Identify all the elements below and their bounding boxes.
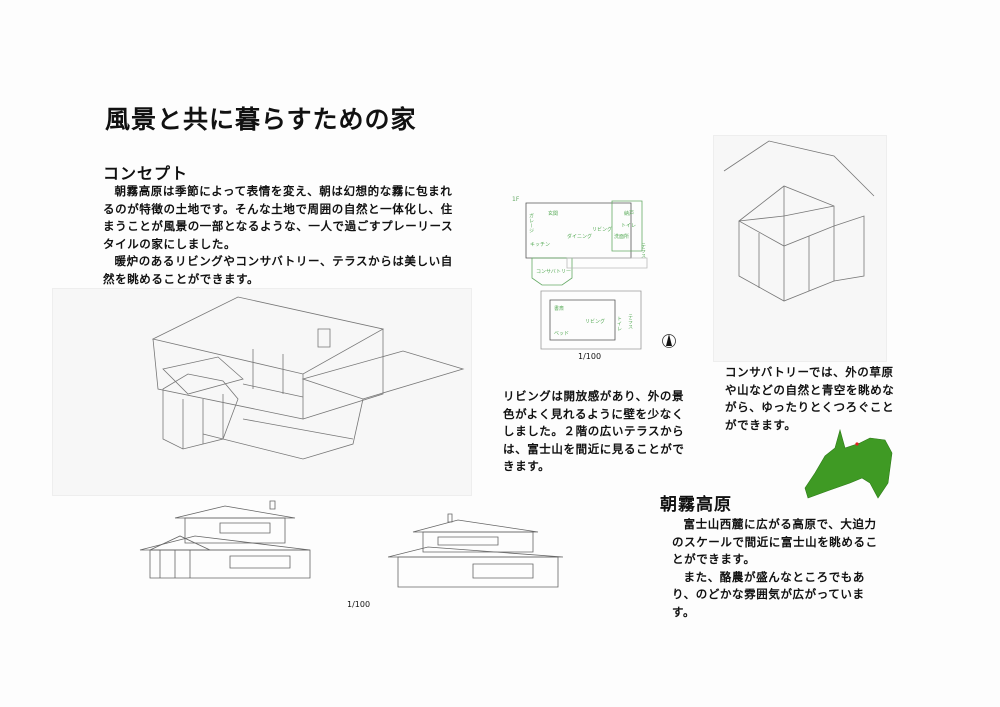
south-elevation-drawing xyxy=(135,498,315,583)
living-description: リビングは開放感があり、外の景色がよく見れるように壁を少なくしました。２階の広い… xyxy=(503,389,685,473)
conservatory-description: コンサバトリーでは、外の草原や山などの自然と青空を眺めながら、ゆったりとくつろぐ… xyxy=(725,365,895,432)
shizuoka-map-icon xyxy=(800,428,900,503)
room-label: コンサバトリー xyxy=(536,269,571,275)
room-label-garage: ガレージ xyxy=(528,213,534,233)
site-heading: 朝霧高原 xyxy=(660,495,732,515)
house-perspective-drawing xyxy=(53,289,471,495)
plan-floor-label: 1F xyxy=(512,196,520,203)
floor-plan-2f: 書斎 リビング ベッド トイレ テラス xyxy=(540,290,645,352)
page-title: 風景と共に暮らすための家 xyxy=(105,105,417,134)
room-label: リビング xyxy=(592,227,613,233)
room-label: ベッド xyxy=(554,331,570,337)
north-arrow-icon xyxy=(662,334,676,348)
plan-scale-label: 1/100 xyxy=(578,352,602,361)
site-text: 富士山西麓に広がる高原で、大迫力のスケールで間近に富士山を眺めることができます。… xyxy=(672,516,887,621)
room-label: ダイニング xyxy=(567,234,593,240)
site-paragraph: また、酪農が盛んなところでもあり、のどかな雰囲気が広がっています。 xyxy=(672,569,865,619)
room-label-toilet: トイレ xyxy=(616,316,622,331)
east-elevation-drawing xyxy=(388,512,563,592)
site-paragraph: 富士山西麓に広がる高原で、大迫力のスケールで間近に富士山を眺めることができます。 xyxy=(672,517,878,566)
concept-text: 朝霧高原は季節によって表情を変え、朝は幻想的な霧に包まれるのが特徴の土地です。そ… xyxy=(103,183,463,288)
room-label: キッチン xyxy=(530,242,551,248)
concept-paragraph: 朝霧高原は季節によって表情を変え、朝は幻想的な霧に包まれるのが特徴の土地です。そ… xyxy=(103,184,454,251)
concept-paragraph: 暖炉のあるリビングやコンサバトリー、テラスからは美しい自然を眺めることができます… xyxy=(103,254,453,286)
room-label: テラス xyxy=(627,314,633,329)
room-label-terrace: テラス xyxy=(640,243,646,258)
room-label-storage: 納戸 xyxy=(624,211,635,217)
room-label-entrance: 玄関 xyxy=(548,211,559,217)
perspective-sketch xyxy=(52,288,472,496)
elevation-scale-label: 1/100 xyxy=(347,600,371,609)
concept-heading: コンセプト xyxy=(103,164,189,183)
floor-plan-1f: 1F ガレージ 玄関 キッチン ダイニング リビング 洗面所 トイレ 納戸 テラ… xyxy=(512,193,652,288)
room-label-washroom: 洗面所 xyxy=(614,234,630,240)
room-label: リビング xyxy=(585,319,606,325)
conservatory-sketch xyxy=(713,135,887,362)
room-label: 書斎 xyxy=(554,306,565,312)
room-label-toilet: トイレ xyxy=(621,223,637,229)
